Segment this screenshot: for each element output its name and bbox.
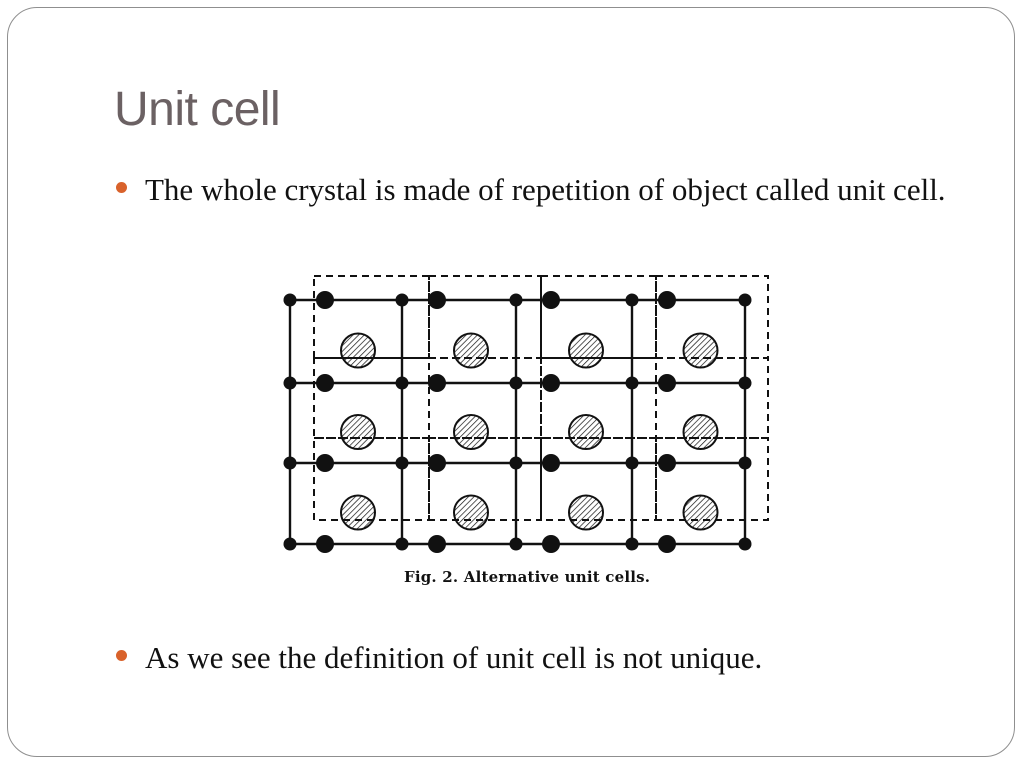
bullet-dot-icon bbox=[116, 182, 127, 193]
bullet-text-1: The whole crystal is made of repetition … bbox=[145, 172, 946, 207]
hatched-basis-atom bbox=[568, 332, 604, 369]
hatched-basis-atom bbox=[568, 494, 604, 531]
lattice-large-atom bbox=[658, 535, 676, 553]
hatched-basis-atom bbox=[340, 494, 376, 531]
lattice-node-atom bbox=[283, 456, 297, 470]
bullet-item-2: As we see the definition of unit cell is… bbox=[116, 635, 946, 680]
lattice-node-atom bbox=[509, 456, 523, 470]
lattice-large-atom bbox=[542, 454, 560, 472]
lattice-large-atom bbox=[428, 535, 446, 553]
bullet-dot-icon bbox=[116, 650, 127, 661]
lattice-large-atom bbox=[428, 291, 446, 309]
lattice-node-atom bbox=[283, 537, 297, 551]
lattice-node-atom bbox=[625, 456, 639, 470]
lattice-large-atom bbox=[542, 374, 560, 392]
figure-alternative-unit-cells: Fig. 2. Alternative unit cells. bbox=[276, 270, 776, 600]
hatched-basis-atom bbox=[568, 414, 604, 450]
lattice-node-atom bbox=[509, 537, 523, 551]
lattice-large-atom bbox=[316, 374, 334, 392]
bullet-text-2: As we see the definition of unit cell is… bbox=[145, 640, 763, 675]
lattice-node-atom bbox=[283, 293, 297, 307]
figure-caption: Fig. 2. Alternative unit cells. bbox=[404, 568, 651, 586]
lattice-node-atom bbox=[738, 293, 752, 307]
hatched-basis-atom bbox=[340, 414, 376, 450]
lattice-large-atom bbox=[542, 535, 560, 553]
lattice-node-atom bbox=[625, 376, 639, 390]
hatched-basis-atom bbox=[682, 332, 719, 369]
lattice-large-atom bbox=[658, 454, 676, 472]
bullet-item-1: The whole crystal is made of repetition … bbox=[116, 167, 946, 212]
lattice-large-atom bbox=[428, 454, 446, 472]
lattice-node-atom bbox=[738, 456, 752, 470]
lattice-large-atom bbox=[658, 291, 676, 309]
lattice-node-atom bbox=[509, 376, 523, 390]
lattice-large-atom bbox=[658, 374, 676, 392]
lattice-large-atom bbox=[428, 374, 446, 392]
lattice-node-atom bbox=[625, 537, 639, 551]
hatched-basis-atom bbox=[453, 414, 489, 450]
lattice-node-atom bbox=[283, 376, 297, 390]
lattice-node-atom bbox=[738, 537, 752, 551]
lattice-node-atom bbox=[395, 456, 409, 470]
lattice-node-atom bbox=[738, 376, 752, 390]
hatched-basis-atom bbox=[453, 332, 489, 369]
hatched-basis-atom bbox=[682, 414, 719, 450]
lattice-large-atom bbox=[316, 535, 334, 553]
hatched-basis-atom bbox=[682, 494, 719, 531]
lattice-node-atom bbox=[509, 293, 523, 307]
lattice-large-atom bbox=[316, 291, 334, 309]
lattice-large-atom bbox=[316, 454, 334, 472]
lattice-diagram bbox=[283, 275, 769, 553]
lattice-node-atom bbox=[625, 293, 639, 307]
lattice-large-atom bbox=[542, 291, 560, 309]
lattice-node-atom bbox=[395, 376, 409, 390]
hatched-basis-atom bbox=[340, 332, 376, 369]
hatched-basis-atom bbox=[453, 494, 489, 531]
lattice-node-atom bbox=[395, 293, 409, 307]
lattice-node-atom bbox=[395, 537, 409, 551]
slide-title: Unit cell bbox=[114, 83, 281, 136]
